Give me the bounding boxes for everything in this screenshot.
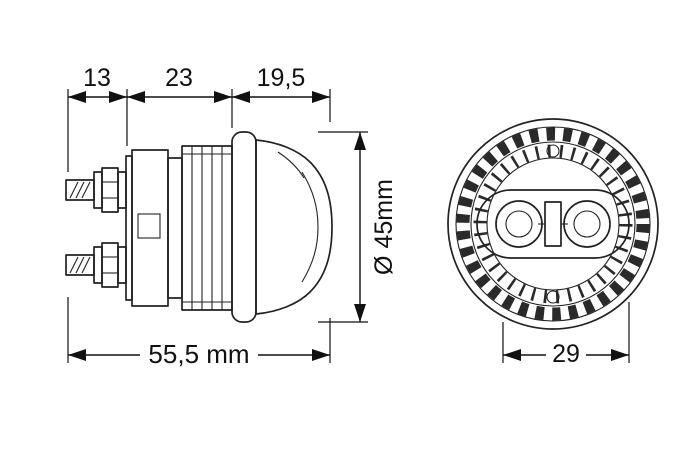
dimension-29: 29 [502, 302, 630, 368]
terminal-base [476, 189, 630, 259]
castellated-ring [456, 127, 650, 321]
terminal-bolt-top [65, 167, 127, 213]
dim-23-label: 23 [165, 64, 193, 92]
dimension-diameter-45: Ø 45mm [318, 131, 398, 323]
front-view [447, 118, 659, 330]
screw-top [546, 144, 560, 158]
dim-19-5-label: 19,5 [257, 64, 306, 92]
screw-bottom [546, 290, 560, 304]
dimension-23: 23 [127, 64, 233, 128]
dimension-19-5: 19,5 [232, 64, 331, 122]
terminal-bolt-bottom [65, 242, 127, 288]
terminal-right [563, 200, 611, 248]
dimension-13: 13 [67, 64, 128, 172]
tick-ring [473, 144, 633, 304]
dim-29-label: 29 [552, 340, 580, 368]
dim-diameter-label: Ø 45mm [370, 179, 398, 275]
side-view [65, 131, 333, 323]
switch-body [125, 145, 233, 311]
dimension-55-5: 55,5 mm [67, 297, 331, 369]
dim-13-label: 13 [83, 64, 111, 92]
terminal-left [495, 200, 543, 248]
outer-rim [447, 118, 659, 330]
inner-face [486, 157, 620, 291]
knob [231, 131, 333, 323]
dim-55-5-label: 55,5 mm [148, 339, 249, 369]
center-busbar [538, 201, 568, 247]
